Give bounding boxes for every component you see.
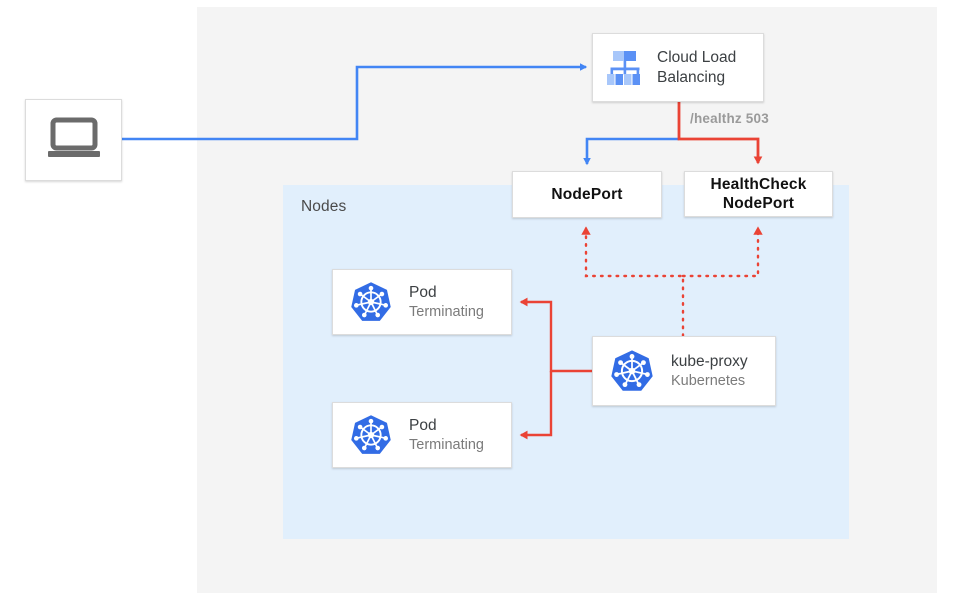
healthcheck-nodeport-label-line2: NodePort <box>722 195 795 212</box>
pod-1-title: Pod <box>409 283 437 301</box>
cloud-load-balancing-icon <box>603 48 647 88</box>
nodes-label: Nodes <box>301 198 347 215</box>
cloud-load-balancing-text: Cloud Load Balancing <box>657 48 736 88</box>
client-box <box>25 99 122 181</box>
nodeport-box: NodePort <box>512 171 662 218</box>
healthcheck-nodeport-label: HealthCheck NodePort <box>685 172 832 216</box>
healthcheck-nodeport-box: HealthCheck NodePort <box>684 171 833 217</box>
laptop-icon <box>44 115 104 166</box>
cloud-load-balancing-title-line2: Balancing <box>657 68 726 86</box>
kubernetes-icon <box>347 414 395 456</box>
pod-1-status: Terminating <box>409 303 484 320</box>
pod-box-2: Pod Terminating <box>332 402 512 468</box>
kube-proxy-text: kube-proxy Kubernetes <box>671 352 748 391</box>
cloud-load-balancing-title-line1: Cloud Load <box>657 48 737 66</box>
kube-proxy-title: kube-proxy <box>671 352 748 370</box>
nodeport-label: NodePort <box>551 186 623 203</box>
pod-2-status: Terminating <box>409 436 484 453</box>
kubernetes-icon <box>607 349 657 393</box>
healthcheck-nodeport-label-line1: HealthCheck <box>710 176 807 193</box>
kube-proxy-subtitle: Kubernetes <box>671 372 746 389</box>
pod-2-text: Pod Terminating <box>409 416 484 455</box>
kube-proxy-box: kube-proxy Kubernetes <box>592 336 776 406</box>
pod-box-1: Pod Terminating <box>332 269 512 335</box>
pod-2-title: Pod <box>409 416 437 434</box>
pod-1-text: Pod Terminating <box>409 283 484 322</box>
cloud-load-balancing-box: Cloud Load Balancing <box>592 33 764 102</box>
kubernetes-icon <box>347 281 395 323</box>
healthz-edge-label: /healthz 503 <box>690 111 769 126</box>
